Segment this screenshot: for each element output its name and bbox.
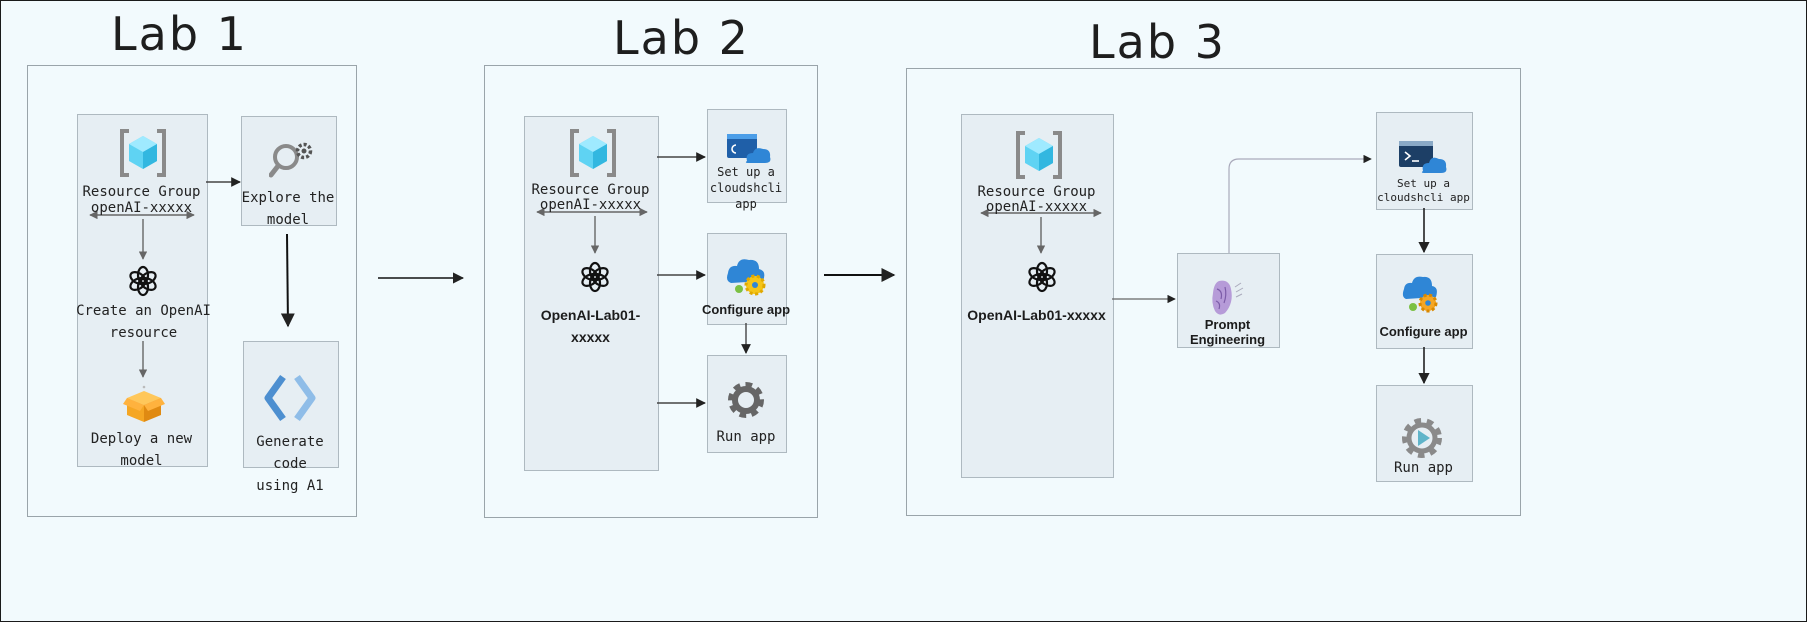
lab1-explore-label: Explore the model: [241, 190, 335, 228]
lab1-deploy-label: Deploy a new model: [90, 431, 193, 469]
lab3-prompt-label: Prompt Engineering: [1189, 317, 1266, 347]
lab3-title: Lab 3: [1089, 15, 1226, 69]
lab2-openai-name: OpenAI-Lab01-xxxxx: [540, 307, 641, 345]
lab1-explore-box: [241, 116, 337, 226]
lab3-run-label: Run app: [1393, 460, 1453, 476]
prompt-engineering-icon: [1212, 280, 1244, 315]
lab2-resource-group-label: Resource Group: [531, 182, 650, 198]
gear-icon: [1402, 418, 1442, 458]
lab3-configure-label: Configure app: [1379, 324, 1468, 339]
lab1-title: Lab 1: [111, 7, 248, 61]
package-box-icon: [123, 385, 165, 422]
lab2-resource-group-panel: [524, 116, 659, 471]
cloud-gear-icon: [727, 259, 766, 296]
lab2-configure-label: Configure app: [701, 302, 791, 317]
lab2-run-box: [707, 355, 787, 453]
resource-group-icon: [1016, 131, 1062, 179]
lab3-resource-group-name: openAI-xxxxx: [985, 199, 1088, 215]
cloud-shell-icon: [1399, 141, 1447, 173]
lab1-generate-label: Generate code using A1: [256, 434, 324, 494]
lab2-setup-label: Set up a cloudshcli app: [709, 165, 783, 211]
lab1-create-openai-label: Create an OpenAI resource: [76, 303, 211, 341]
lab3-resource-group-label: Resource Group: [977, 184, 1096, 200]
lab2-run-label: Run app: [716, 429, 776, 445]
cloud-gear-icon: [1402, 276, 1438, 313]
resource-group-icon: [570, 129, 616, 177]
cloud-shell-icon: [727, 134, 771, 163]
lab2-title: Lab 2: [613, 11, 750, 65]
openai-logo-icon: [1028, 261, 1056, 293]
lab2-resource-group-name: openAI-xxxxx: [539, 197, 642, 213]
code-brackets-icon: [264, 374, 316, 422]
lab1-resource-group-label: Resource Group: [82, 184, 201, 200]
lab3-run-box: [1376, 385, 1473, 482]
lab3-openai-name: OpenAI-Lab01-xxxxx: [967, 307, 1106, 323]
magnifier-gear-icon: [269, 142, 313, 178]
lab1-generate-box: [243, 341, 339, 468]
lab3-resource-group-panel: [961, 114, 1114, 478]
lab3-setup-label: Set up a cloudshcli app: [1377, 177, 1470, 204]
resource-group-icon: [120, 129, 166, 177]
gear-icon: [728, 382, 764, 418]
lab1-resource-group-name: openAI-xxxxx: [90, 200, 193, 216]
openai-logo-icon: [129, 265, 157, 297]
openai-logo-icon: [581, 261, 609, 293]
